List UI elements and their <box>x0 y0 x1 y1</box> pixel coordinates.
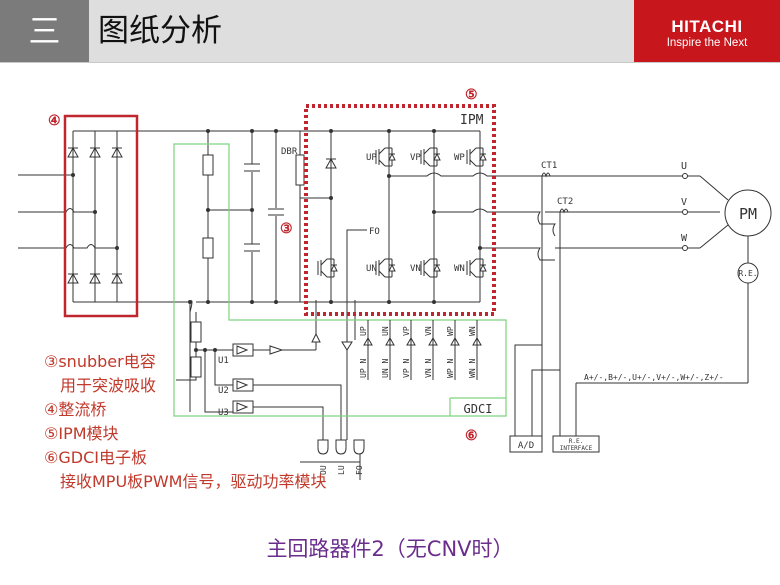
marker-3: ③ <box>280 221 293 237</box>
pm-label: PM <box>739 205 757 223</box>
re-encoder <box>737 262 759 284</box>
ct2-coil <box>559 208 569 214</box>
gate-label-vn: VN_N <box>424 359 433 378</box>
gate-pin-vn: VN <box>424 326 433 336</box>
re-label: R.E. <box>738 269 757 278</box>
ct1-label: CT1 <box>541 161 557 171</box>
marker-4: ④ <box>48 113 61 129</box>
gate-signal-labels: UP_N UN_N VP_N VN_N WP_N WN_N UP UN VP V… <box>319 326 477 475</box>
u1-label: U1 <box>218 356 229 366</box>
w-label: W <box>681 233 688 244</box>
u2-label: U2 <box>218 386 229 396</box>
gate-drivers <box>363 320 482 380</box>
re-interface-label-1: R.E. <box>569 438 583 445</box>
ct1-coil <box>541 172 551 178</box>
gate-pin-vp: VP <box>402 326 411 336</box>
logo-brand: HITACHI <box>671 17 743 36</box>
marker-5: ⑤ <box>465 87 478 103</box>
gate-pin-wp: WP <box>446 326 455 336</box>
gate-pin-wn: WN <box>468 326 477 336</box>
gate-label-vp: VP_N <box>402 359 411 378</box>
output-label-lu: LU <box>337 465 346 475</box>
re-interface-box <box>552 435 600 453</box>
slide-title: 图纸分析 <box>98 13 222 49</box>
gate-pin-un: UN <box>381 326 390 336</box>
note-gdci: ⑥GDCI电子板 <box>44 448 147 467</box>
fo-label: FO <box>369 227 380 237</box>
re-interface-label-2: INTERFACE <box>560 445 593 452</box>
gdci-label: GDCI <box>464 402 493 416</box>
u3-label: U3 <box>218 408 229 418</box>
output-terminals <box>682 173 688 251</box>
wp-label: WP <box>454 153 465 163</box>
ad-box <box>509 435 543 453</box>
gate-label-un: UN_N <box>381 359 390 378</box>
u-label: U <box>681 161 687 172</box>
note-gdci-desc: 接收MPU板PWM信号，驱动功率模块 <box>44 472 327 491</box>
ipm-label: IPM <box>460 113 484 128</box>
output-label-fo: FO <box>355 465 364 475</box>
wn-label: WN <box>454 264 465 274</box>
note-snubber-desc: 用于突波吸收 <box>44 376 157 395</box>
gate-label-wp: WP_N <box>446 359 455 378</box>
gate-label-up: UP_N <box>359 359 368 378</box>
section-number: 三 <box>0 0 89 62</box>
v-label: V <box>681 197 687 208</box>
amplifiers <box>232 332 353 414</box>
slide-caption: 主回路器件2（无CNV时） <box>266 537 514 561</box>
slide-header: 三 图纸分析 HITACHI Inspire the Next <box>0 0 780 63</box>
hitachi-logo: HITACHI Inspire the Next <box>634 0 780 62</box>
ipm-highlight <box>304 104 496 316</box>
note-rectifier: ④整流桥 <box>44 400 107 419</box>
circuit-diagram: PM R.E. GDCI A/D R.E. INTERFACE <box>18 87 772 480</box>
vp-label: VP <box>410 153 421 163</box>
note-ipm: ⑤IPM模块 <box>44 424 119 443</box>
wiring <box>18 130 749 480</box>
junction-dots <box>71 129 482 352</box>
un-label: UN <box>366 264 377 274</box>
ad-label: A/D <box>518 441 534 451</box>
gdci-board <box>173 143 507 417</box>
up-label: UP <box>366 153 377 163</box>
encoder-signals-label: A+/-,B+/-,U+/-,V+/-,W+/-,Z+/- <box>584 373 724 382</box>
output-buffers <box>317 439 365 455</box>
annotation-notes: ③snubber电容 用于突波吸收 ④整流桥 ⑤IPM模块 ⑥GDCI电子板 接… <box>44 350 326 494</box>
vn-label: VN <box>410 264 421 274</box>
logo-tagline: Inspire the Next <box>666 37 748 49</box>
marker-6: ⑥ <box>465 428 478 444</box>
output-label-ou: OU <box>319 465 328 475</box>
rectifier-highlight <box>63 114 139 318</box>
gate-pin-up: UP <box>359 326 368 336</box>
ct2-label: CT2 <box>557 197 573 207</box>
pm-motor <box>724 189 772 237</box>
note-snubber: ③snubber电容 <box>44 352 156 371</box>
dbr-label: DBR <box>281 147 298 157</box>
gate-label-wn: WN_N <box>468 359 477 378</box>
